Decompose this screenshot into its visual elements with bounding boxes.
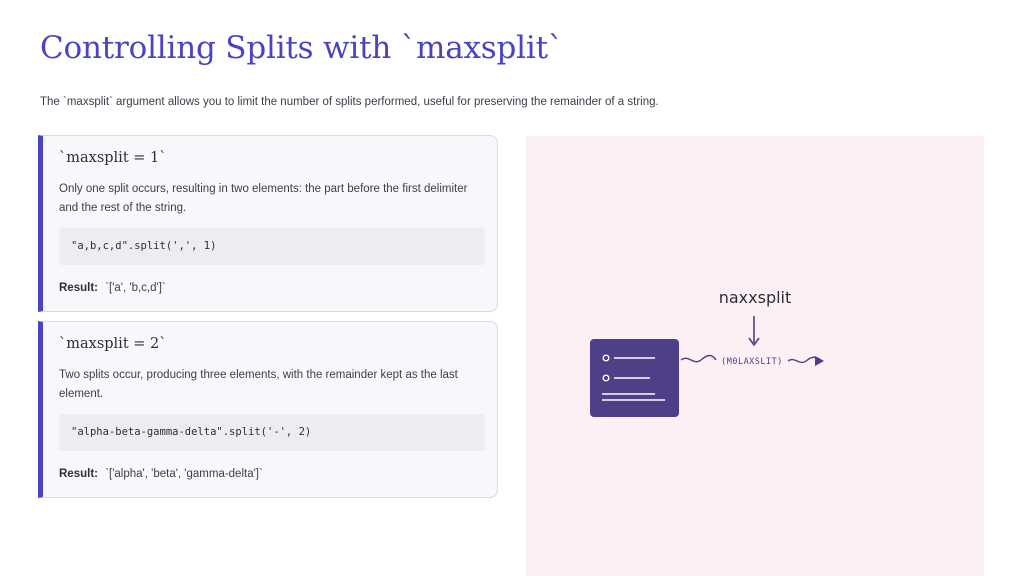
page-subtitle: The `maxsplit` argument allows you to li…	[40, 96, 659, 108]
result-value: `['a', 'b,c,d']`	[105, 282, 166, 294]
result-value: `['alpha', 'beta', 'gamma-delta']`	[105, 468, 263, 480]
illustration-canvas: naxxsplit (M0LAXSLIT)	[590, 288, 824, 417]
code-snippet: "alpha-beta-gamma-delta".split('-', 2)	[59, 414, 485, 451]
page-title: Controlling Splits with `maxsplit`	[40, 30, 564, 66]
card-heading: `maxsplit = 1`	[59, 150, 167, 166]
maxsplit-2-card: `maxsplit = 2` Two splits occur, produci…	[38, 321, 498, 498]
result-label: Result:	[59, 282, 98, 294]
card-description: Two splits occur, producing three elemen…	[59, 369, 458, 400]
code-snippet: "a,b,c,d".split(',', 1)	[59, 228, 485, 265]
card-description: Only one split occurs, resulting in two …	[59, 183, 468, 214]
illustration-top-label: naxxsplit	[719, 288, 792, 307]
split-illustration: naxxsplit (M0LAXSLIT)	[526, 136, 984, 576]
illustration-arrow-label: (M0LAXSLIT)	[721, 357, 783, 367]
result-label: Result:	[59, 468, 98, 480]
document-list-icon	[590, 339, 679, 417]
result-line: Result: `['a', 'b,c,d']`	[59, 280, 166, 296]
result-line: Result: `['alpha', 'beta', 'gamma-delta'…	[59, 466, 263, 482]
maxsplit-1-card: `maxsplit = 1` Only one split occurs, re…	[38, 135, 498, 312]
card-heading: `maxsplit = 2`	[59, 336, 167, 352]
down-arrow-icon	[748, 316, 760, 346]
wavy-arrow-icon	[680, 354, 824, 366]
